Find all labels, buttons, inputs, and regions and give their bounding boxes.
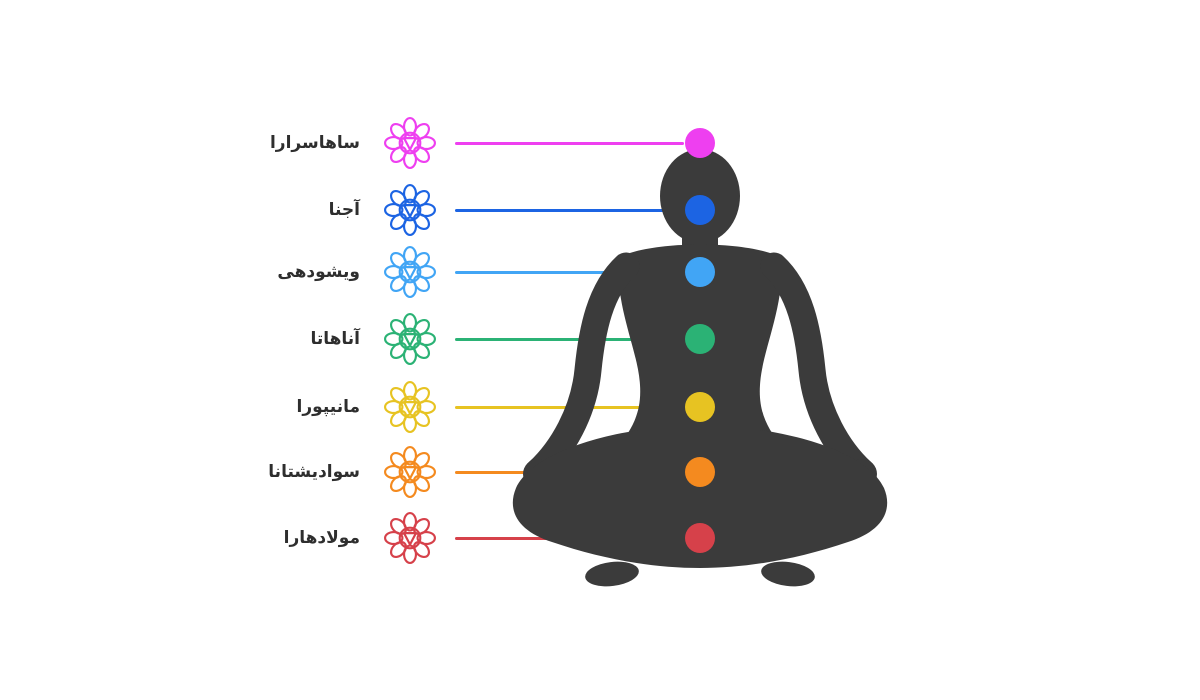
svadhisthana-chakra-point [685, 457, 715, 487]
ajna-label: آجنا [328, 200, 360, 220]
sahasrara-label: ساهاسرارا [269, 133, 360, 153]
vishuddhi-connector-line [455, 270, 684, 274]
anahata-connector-line [455, 337, 684, 341]
ajna-connector-line [455, 208, 684, 212]
anahata-chakra-point [685, 324, 715, 354]
vishuddhi-label: ویشودهی [277, 262, 360, 282]
vishuddhi-chakra-point [685, 257, 715, 287]
muladhara-label: مولادهارا [283, 528, 360, 548]
manipura-label: مانیپورا [296, 397, 360, 417]
sahasrara-connector-line [455, 141, 684, 145]
muladhara-chakra-point [685, 523, 715, 553]
svadhisthana-label: سوادیشتانا [268, 462, 360, 482]
anahata-label: آناهاتا [310, 329, 360, 349]
ajna-chakra-point [685, 195, 715, 225]
manipura-chakra-point [685, 392, 715, 422]
sahasrara-chakra-point [685, 128, 715, 158]
